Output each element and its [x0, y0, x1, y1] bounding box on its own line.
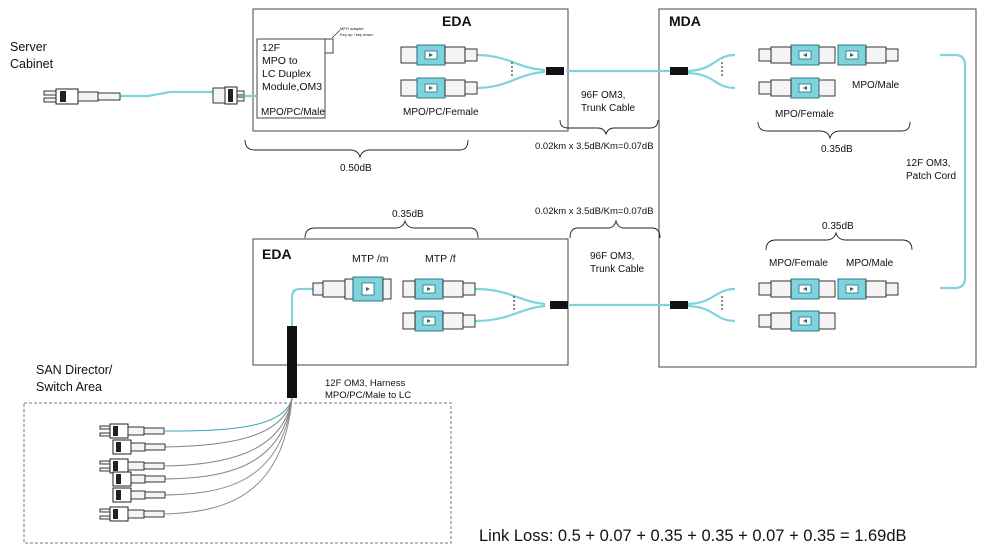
mda-mpo-female-top-label: MPO/Female	[775, 109, 834, 120]
mtp-female-label: MTP /f	[425, 253, 456, 265]
mda-mpo-male-bottom-label: MPO/Male	[846, 258, 894, 269]
mpo-connector-eda-top-1	[400, 44, 478, 66]
trunk-bottom-label: 96F OM3,	[590, 251, 634, 262]
mpo-connector-mda-top-male	[837, 44, 899, 66]
lc-module-box	[256, 38, 326, 119]
lc-duplex-connector-module	[212, 86, 245, 105]
link-loss-summary: Link Loss: 0.5 + 0.07 + 0.35 + 0.35 + 0.…	[479, 527, 907, 545]
trunk-boot-bottom-mda	[670, 301, 688, 309]
mda-title: MDA	[669, 13, 701, 29]
mda-mpo-female-bottom-label: MPO/Female	[769, 258, 828, 269]
mda-top-loss: 0.35dB	[821, 144, 853, 155]
mpo-connector-eda-top-2	[400, 77, 478, 99]
mtp-male-label: MTP /m	[352, 253, 389, 265]
svg-text:Switch Area: Switch Area	[36, 380, 102, 394]
mpo-connector-mda-bottom-male	[837, 278, 899, 300]
svg-text:Trunk Cable: Trunk Cable	[581, 103, 636, 114]
svg-text:Module,OM3: Module,OM3	[262, 81, 322, 93]
eda-bottom-loss: 0.35dB	[392, 209, 424, 220]
mpo-connector-mda-top-1	[758, 44, 836, 66]
mpo-connector-mda-top-2	[758, 77, 836, 99]
mda-box	[658, 8, 977, 368]
fiber-paths	[120, 53, 967, 326]
mpo-pc-male-label: MPO/PC/Male	[261, 107, 325, 118]
module-tab	[324, 38, 334, 54]
svg-text:MPO/PC/Male to LC: MPO/PC/Male to LC	[325, 390, 411, 401]
lc-duplex-connector-server	[43, 88, 121, 105]
trunk-top-label: 96F OM3,	[581, 90, 625, 101]
patch-cord-label: 12F OM3,	[906, 158, 950, 169]
module-fine-print: MPO adapter	[340, 26, 364, 31]
trunk-boot-top-eda	[546, 67, 564, 75]
svg-text:MPO to: MPO to	[262, 55, 298, 67]
svg-text:Patch Cord: Patch Cord	[906, 171, 956, 182]
mtp-female-connector-1	[402, 278, 476, 300]
mpo-connector-mda-bottom-2	[758, 310, 836, 332]
mtp-male-connector	[312, 276, 392, 302]
mda-mpo-male-top-label: MPO/Male	[852, 80, 900, 91]
mpo-connector-mda-bottom-1	[758, 278, 836, 300]
loss-braces	[244, 119, 913, 251]
trunk-bottom-calc: 0.02km x 3.5dB/Km=0.07dB	[535, 206, 654, 217]
harness-label: 12F OM3, Harness	[325, 378, 405, 389]
svg-text:Cabinet: Cabinet	[10, 57, 54, 71]
svg-text:Key up / key down: Key up / key down	[340, 32, 373, 37]
module-loss: 0.50dB	[340, 163, 372, 174]
server-cabinet-label: Server	[10, 40, 47, 54]
eda-bottom-box	[252, 238, 569, 366]
trunk-boot-bottom-eda	[550, 301, 568, 309]
mda-bottom-loss: 0.35dB	[822, 221, 854, 232]
module-label: 12F	[262, 42, 280, 54]
san-area-label: SAN Director/	[36, 363, 113, 377]
svg-text:LC Duplex: LC Duplex	[262, 68, 312, 80]
eda-bottom-title: EDA	[262, 246, 292, 262]
mpo-pc-female-label: MPO/PC/Female	[403, 107, 479, 118]
eda-top-title: EDA	[442, 13, 472, 29]
lc-harness-connectors	[99, 423, 166, 522]
trunk-top-calc: 0.02km x 3.5dB/Km=0.07dB	[535, 141, 654, 152]
mtp-female-connector-2	[402, 310, 476, 332]
svg-text:Trunk Cable: Trunk Cable	[590, 264, 645, 275]
san-area-box	[23, 402, 452, 544]
trunk-boot-top-mda	[670, 67, 688, 75]
harness-breakout	[164, 326, 297, 515]
